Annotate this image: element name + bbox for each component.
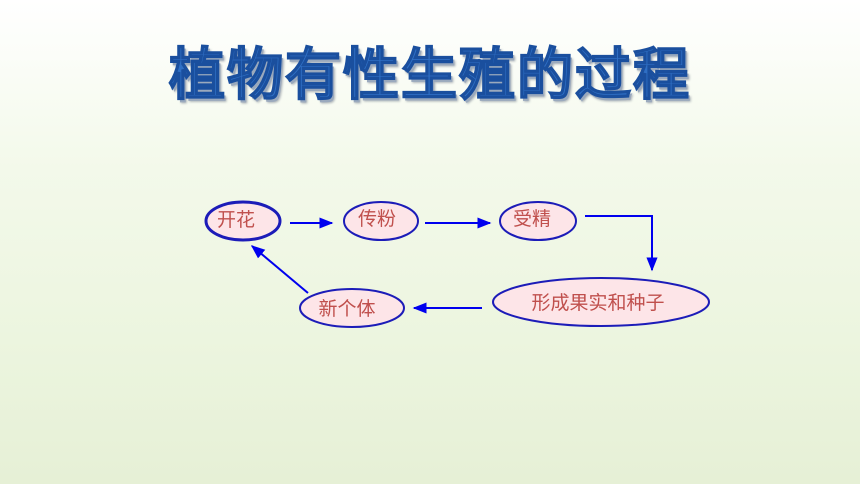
node-flower: 开花 <box>204 200 282 242</box>
node-fertilization: 受精 <box>499 201 577 241</box>
node-pollination-label: 传粉 <box>358 208 396 230</box>
page-title: 植物有性生殖的过程 <box>168 42 691 109</box>
node-new-individual-label: 新个体 <box>318 298 375 320</box>
arrow-fertilization-to-fruit <box>585 215 658 272</box>
arrow-new-individual-to-flower <box>250 245 309 294</box>
node-pollination: 传粉 <box>343 201 419 241</box>
node-fruit-and-seed-label: 形成果实和种子 <box>531 292 664 314</box>
node-flower-label: 开花 <box>217 209 255 231</box>
node-fruit-and-seed: 形成果实和种子 <box>492 277 710 327</box>
node-new-individual: 新个体 <box>299 288 405 328</box>
node-fertilization-label: 受精 <box>513 208 551 230</box>
